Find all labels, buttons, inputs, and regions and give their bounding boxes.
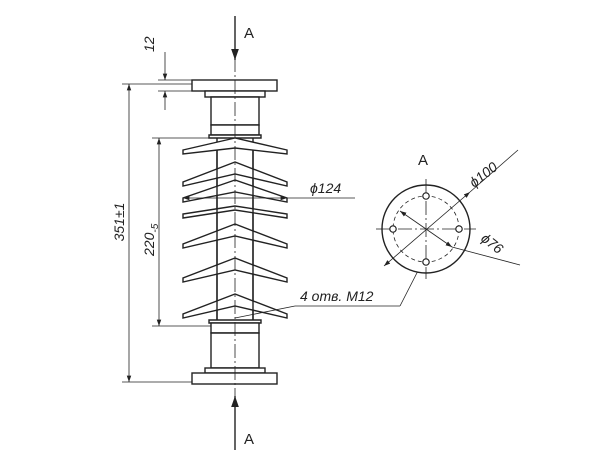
bolt-hole-right xyxy=(455,225,463,233)
end-view-a: A ϕ100 ϕ76 xyxy=(376,149,521,279)
bolt-hole-top xyxy=(422,192,430,200)
view-label-bottom: A xyxy=(244,431,254,448)
dim-124-text: ϕ124 xyxy=(310,180,341,196)
section-arrow-bottom: A xyxy=(231,396,254,450)
dim-76-text: ϕ76 xyxy=(478,230,506,257)
holes-note-text: 4 отв. М12 xyxy=(300,288,374,304)
bolt-hole-bottom xyxy=(422,258,430,266)
dim-inner-height: 220-5 xyxy=(141,137,211,327)
dim-shed-diameter: ϕ124 xyxy=(183,180,355,201)
bolt-hole-left xyxy=(389,225,397,233)
view-label-section: A xyxy=(418,152,428,169)
dim-100-text: ϕ100 xyxy=(466,158,501,190)
top-flange xyxy=(191,79,278,139)
insulator-front-view xyxy=(182,58,288,412)
dim-12-text: 12 xyxy=(141,36,157,52)
leader-holes: 4 отв. М12 xyxy=(234,262,423,319)
dim-flange-thickness: 12 xyxy=(141,36,200,110)
dim-351-text: 351±1 xyxy=(111,203,127,242)
section-arrow-top: A xyxy=(231,16,254,60)
dim-220-text: 220-5 xyxy=(141,223,161,257)
bottom-flange xyxy=(191,319,278,385)
dim-total-height: 351±1 xyxy=(111,83,192,383)
view-label-top: A xyxy=(244,25,254,42)
